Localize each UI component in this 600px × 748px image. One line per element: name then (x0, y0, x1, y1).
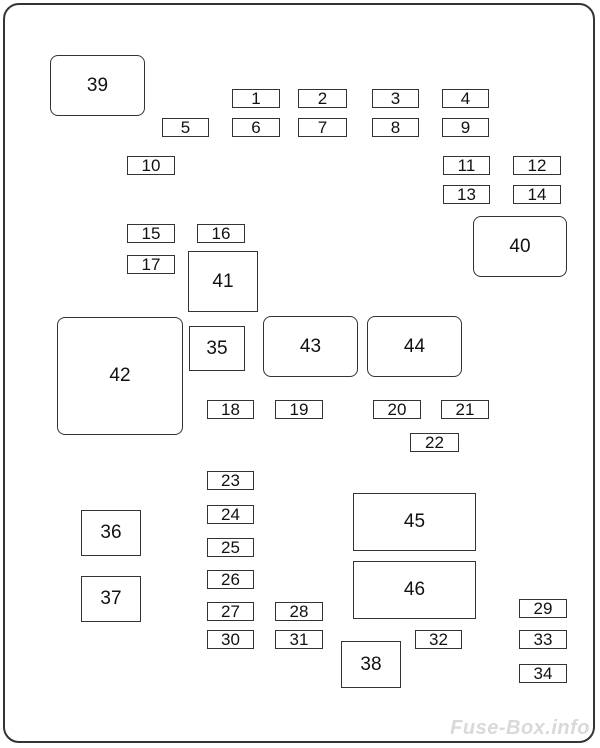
fuse-28: 28 (275, 602, 323, 621)
watermark: Fuse-Box.info (450, 717, 590, 739)
fuse-26: 26 (207, 570, 254, 589)
fuse-6: 6 (232, 118, 280, 137)
fuse-9: 9 (442, 118, 489, 137)
fuse-27: 27 (207, 602, 254, 621)
fuse-1: 1 (232, 89, 280, 108)
fuse-24: 24 (207, 505, 254, 524)
fuse-16: 16 (197, 224, 245, 243)
fuse-3: 3 (372, 89, 419, 108)
relay-39: 39 (50, 55, 145, 116)
fuse-21: 21 (441, 400, 489, 419)
relay-38: 38 (341, 641, 401, 688)
relay-45: 45 (353, 493, 476, 551)
relay-42: 42 (57, 317, 183, 435)
fuse-2: 2 (298, 89, 347, 108)
fuse-7: 7 (298, 118, 347, 137)
fuse-8: 8 (372, 118, 419, 137)
fuse-25: 25 (207, 538, 254, 557)
fuse-13: 13 (443, 185, 490, 204)
relay-40: 40 (473, 216, 567, 277)
fuse-22: 22 (410, 433, 459, 452)
fuse-10: 10 (127, 156, 175, 175)
fuse-5: 5 (162, 118, 209, 137)
fuse-32: 32 (415, 630, 462, 649)
fuse-15: 15 (127, 224, 175, 243)
relay-37: 37 (81, 576, 141, 622)
fuse-33: 33 (519, 630, 567, 649)
fuse-20: 20 (373, 400, 421, 419)
fuse-29: 29 (519, 599, 567, 618)
relay-41: 41 (188, 251, 258, 312)
fuse-11: 11 (443, 156, 490, 175)
relay-36: 36 (81, 510, 141, 556)
fuse-14: 14 (513, 185, 561, 204)
fuse-17: 17 (127, 255, 175, 274)
fuse-12: 12 (513, 156, 561, 175)
fuse-31: 31 (275, 630, 323, 649)
relay-35: 35 (189, 326, 245, 371)
fuse-19: 19 (275, 400, 323, 419)
relay-43: 43 (263, 316, 358, 377)
fuse-23: 23 (207, 471, 254, 490)
fuse-18: 18 (207, 400, 254, 419)
relay-46: 46 (353, 561, 476, 619)
fuse-34: 34 (519, 664, 567, 683)
relay-44: 44 (367, 316, 462, 377)
fuse-4: 4 (442, 89, 489, 108)
fuse-30: 30 (207, 630, 254, 649)
